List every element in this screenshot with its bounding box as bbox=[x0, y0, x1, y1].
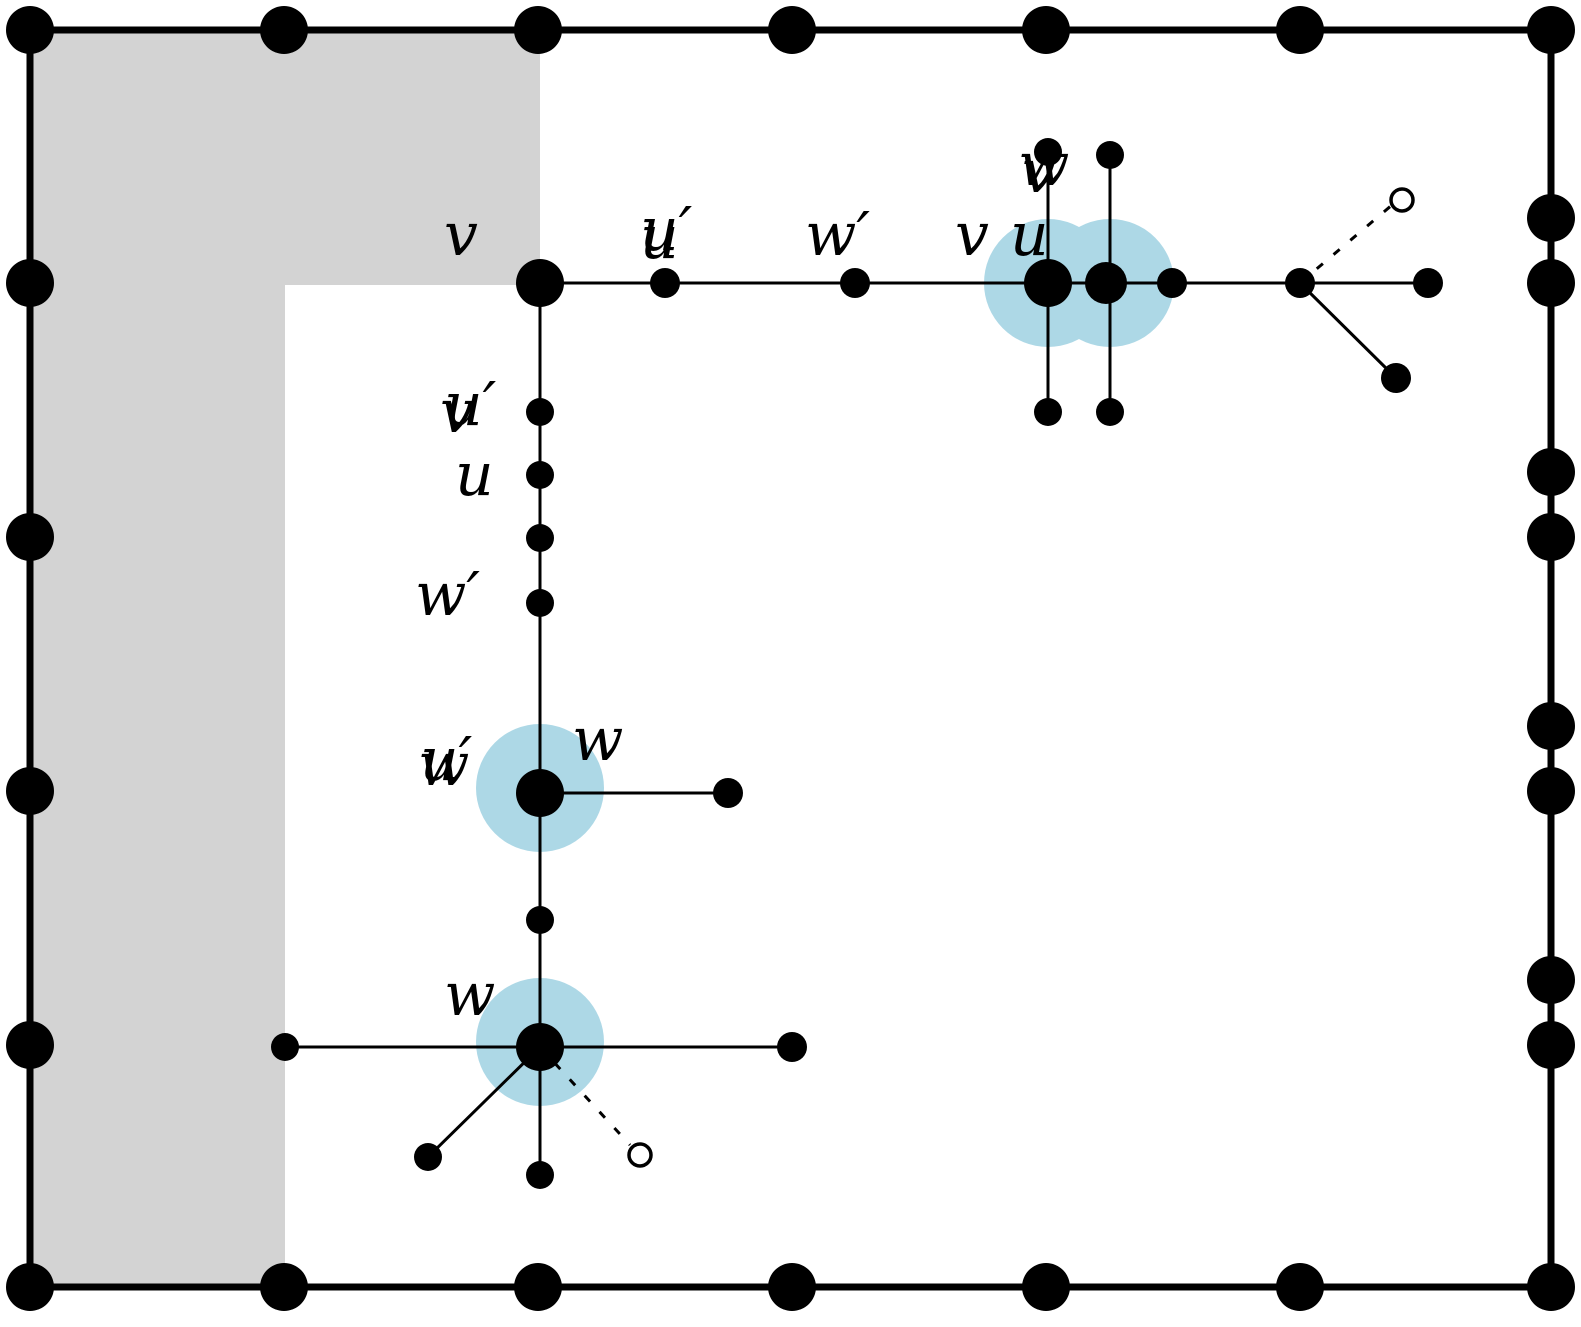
vertex-small bbox=[526, 906, 554, 934]
vertex-v bbox=[516, 259, 564, 307]
frame-vertex bbox=[1527, 956, 1575, 1004]
vertex-top-right-2 bbox=[1085, 262, 1127, 304]
frame-vertex bbox=[1022, 6, 1070, 54]
vertex-small bbox=[1381, 363, 1411, 393]
vertex-small bbox=[1157, 268, 1187, 298]
frame-vertex bbox=[260, 1263, 308, 1311]
vertex-small bbox=[777, 1032, 807, 1062]
label-u-top: u bbox=[640, 203, 679, 273]
frame-vertex bbox=[6, 6, 54, 54]
frame-vertex bbox=[6, 767, 54, 815]
label-v-left: v bbox=[440, 377, 474, 447]
vertex-top-right-1 bbox=[1024, 259, 1072, 307]
vertex-small bbox=[414, 1143, 442, 1171]
vertex-small bbox=[526, 589, 554, 617]
frame-vertex bbox=[768, 1263, 816, 1311]
frame-vertex bbox=[1276, 1263, 1324, 1311]
major-vertices bbox=[271, 259, 1127, 1071]
frame-vertex bbox=[1527, 194, 1575, 242]
frame-vertex bbox=[260, 6, 308, 54]
label-w-mid-right: w bbox=[572, 705, 623, 775]
open-vertex-top-right bbox=[1389, 187, 1415, 213]
frame-vertex bbox=[1527, 767, 1575, 815]
vertex-shade-edge bbox=[271, 1033, 299, 1061]
frame-vertex bbox=[6, 1263, 54, 1311]
vertex-labels: v u′ u w′ v u w v u′ v u w′ u′ w w w bbox=[415, 130, 1069, 1030]
vertex-bottom bbox=[516, 1023, 564, 1071]
halos bbox=[476, 219, 1174, 1106]
vertex-small bbox=[1413, 268, 1443, 298]
frame-vertex bbox=[1527, 702, 1575, 750]
vertex-small bbox=[1096, 398, 1124, 426]
shaded-region bbox=[30, 30, 540, 1287]
vertex-small bbox=[650, 268, 680, 298]
vertex-small bbox=[526, 398, 554, 426]
edge-top-right-diag bbox=[1298, 281, 1398, 380]
vertex-mid bbox=[516, 769, 564, 817]
label-w-mid-left: w bbox=[418, 730, 469, 800]
vertex-small bbox=[526, 524, 554, 552]
label-w-bottom: w bbox=[444, 960, 495, 1030]
label-u-prime-mid: u′ bbox=[420, 725, 473, 795]
vertex-small bbox=[713, 778, 743, 808]
label-v-top-right: v bbox=[955, 200, 989, 270]
vertex-small bbox=[1096, 141, 1124, 169]
label-w-top-right: w bbox=[1018, 130, 1069, 200]
frame-vertex bbox=[1527, 259, 1575, 307]
label-w-prime-top: w′ bbox=[805, 200, 870, 270]
frame-vertex bbox=[514, 6, 562, 54]
open-vertex-bottom bbox=[627, 1142, 653, 1168]
vertex-small bbox=[526, 1161, 554, 1189]
frame-vertex bbox=[6, 513, 54, 561]
vertex-small bbox=[526, 461, 554, 489]
vertex-small bbox=[1034, 398, 1062, 426]
edge-bottom-diag bbox=[426, 1045, 542, 1159]
frame-vertex bbox=[1022, 1263, 1070, 1311]
frame-vertex bbox=[1527, 513, 1575, 561]
frame-vertex bbox=[768, 6, 816, 54]
dashed-edge-top-right bbox=[1299, 203, 1393, 285]
label-u-prime-top: u′ bbox=[640, 195, 693, 265]
frame-vertex bbox=[1276, 6, 1324, 54]
label-v-top-right-2: v bbox=[1022, 137, 1056, 207]
frame-vertices bbox=[6, 6, 1575, 1311]
vertex-small bbox=[840, 268, 870, 298]
vertex-small bbox=[1285, 268, 1315, 298]
frame-vertex bbox=[1527, 1263, 1575, 1311]
open-vertices bbox=[627, 187, 1415, 1168]
frame-vertex bbox=[6, 1021, 54, 1069]
frame-vertex bbox=[6, 259, 54, 307]
vertex-small bbox=[1034, 138, 1062, 166]
label-u-prime-left: u′ bbox=[444, 370, 497, 440]
dashed-edges bbox=[538, 203, 1393, 1147]
frame-vertex bbox=[1527, 448, 1575, 496]
frame-vertex bbox=[1527, 1021, 1575, 1069]
frame-vertex bbox=[1527, 6, 1575, 54]
label-v: v bbox=[444, 200, 478, 270]
label-u-top-right: u bbox=[1010, 200, 1049, 270]
minor-vertices bbox=[414, 138, 1443, 1189]
label-w-prime-left: w′ bbox=[415, 560, 480, 630]
frame-vertex bbox=[514, 1263, 562, 1311]
label-u-left: u bbox=[455, 440, 494, 510]
